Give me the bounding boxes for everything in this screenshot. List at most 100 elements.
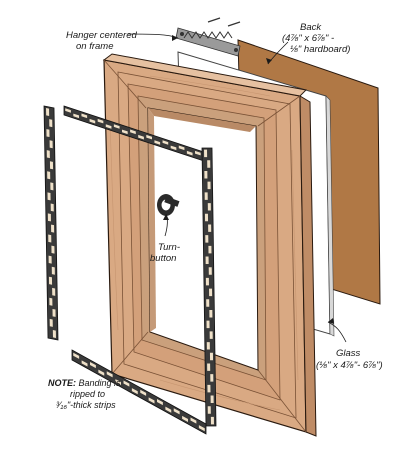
banding-tile — [210, 395, 214, 404]
banding-tile — [205, 256, 209, 265]
banding-tile — [47, 192, 51, 201]
banding-tile — [208, 224, 212, 232]
banding-tile — [49, 318, 53, 327]
banding-tile — [209, 331, 213, 339]
banding-tile — [51, 224, 55, 233]
banding-tile — [162, 140, 169, 145]
banding-tile — [49, 140, 53, 149]
banding-tile — [146, 134, 153, 140]
hanger-label-2: on frame — [76, 41, 114, 52]
hanger-label: Hanger centered — [66, 30, 137, 41]
banding-tile — [207, 203, 211, 211]
banding-tile — [52, 330, 56, 339]
banding-tile — [210, 374, 214, 382]
banding-tile — [198, 425, 205, 432]
banding-tile — [205, 277, 209, 286]
banding-tile — [157, 398, 163, 406]
banding-tile — [105, 124, 112, 129]
banding-tile — [208, 245, 212, 254]
frame-bevel-1 — [117, 71, 297, 419]
banding-strip-left — [43, 105, 59, 341]
note-line-2: ripped to — [70, 389, 105, 399]
banding-tile — [98, 369, 105, 376]
turnbutton-label-2: button — [150, 253, 176, 264]
frame-top-edge — [102, 53, 308, 97]
banding-tile — [51, 245, 55, 254]
banding-tile — [73, 113, 80, 119]
banding-tile — [46, 150, 50, 159]
banding-tile — [48, 234, 52, 243]
banding-tile — [140, 389, 147, 396]
glass-label: Glass — [336, 348, 361, 359]
banding-tile — [121, 129, 128, 135]
banding-tile — [138, 134, 144, 140]
back-label-3: ⅛" hardboard) — [290, 44, 350, 55]
banding-tile — [49, 297, 53, 306]
banding-tile — [52, 308, 56, 317]
banding-tile — [207, 384, 211, 393]
banding-strip-right — [201, 147, 217, 427]
banding-tile — [209, 288, 213, 297]
banding-tile — [190, 417, 197, 424]
banding-tile — [49, 161, 54, 170]
banding-tile — [204, 192, 208, 200]
banding-tile — [52, 287, 56, 296]
frame-rabbet — [148, 108, 256, 132]
banding-tile — [48, 276, 53, 285]
glass-label-2: (⅛" x 4⅞"- 6⅞") — [316, 360, 383, 371]
banding-tile — [46, 107, 50, 116]
banding-tile — [81, 113, 88, 119]
banding-tile — [154, 140, 161, 145]
turnbutton-label: Turn- — [158, 242, 180, 253]
banding-border — [43, 105, 59, 341]
note-line-1: NOTE: Banding is — [48, 378, 121, 388]
banding-tile — [73, 352, 80, 359]
banding-tile — [46, 129, 50, 138]
banding-tile — [208, 267, 212, 275]
banding-tile — [170, 145, 177, 151]
hanger-icon — [175, 17, 241, 57]
banding-tile — [81, 360, 88, 367]
banding-strip-bottom — [71, 349, 207, 435]
banding-tile — [97, 118, 104, 124]
banding-tile — [47, 213, 51, 222]
banding-tile — [204, 149, 208, 158]
banding-tile — [194, 150, 201, 156]
banding-tile — [204, 213, 209, 222]
banding-tile — [205, 235, 209, 243]
banding-tile — [207, 406, 211, 414]
turnbutton-icon — [157, 194, 180, 216]
banding-tile — [210, 416, 214, 425]
banding-tile — [182, 415, 188, 423]
banding-tile — [123, 380, 130, 387]
banding-tile — [209, 352, 214, 361]
banding-tile — [178, 145, 185, 151]
note-head: NOTE: — [48, 378, 76, 388]
banding-tile — [207, 363, 211, 371]
banding-tile — [130, 129, 136, 135]
banding-tile — [209, 309, 213, 318]
glass-edge — [325, 95, 335, 337]
back-label: Back — [300, 22, 322, 33]
banding-tile — [106, 371, 113, 378]
banding-tile — [186, 150, 193, 156]
banding-tile — [89, 118, 96, 124]
banding-tile — [206, 299, 210, 307]
banding-tile — [206, 342, 210, 350]
banding-tile — [50, 182, 54, 191]
banding-tile — [131, 388, 138, 395]
banding-tile — [47, 171, 51, 180]
banding-tile — [115, 378, 121, 386]
banding-tile — [48, 255, 52, 264]
banding-tile — [148, 397, 155, 404]
banding-tile — [206, 320, 210, 329]
banding-tile — [165, 406, 172, 413]
note-line-3: ³⁄₁₆"-thick strips — [56, 400, 116, 410]
banding-tile — [90, 361, 96, 369]
banding-tile — [207, 181, 211, 190]
back-label-2: (4⅞" x 6⅞" - — [282, 33, 334, 44]
banding-tile — [49, 119, 53, 128]
banding-tile — [207, 160, 211, 168]
